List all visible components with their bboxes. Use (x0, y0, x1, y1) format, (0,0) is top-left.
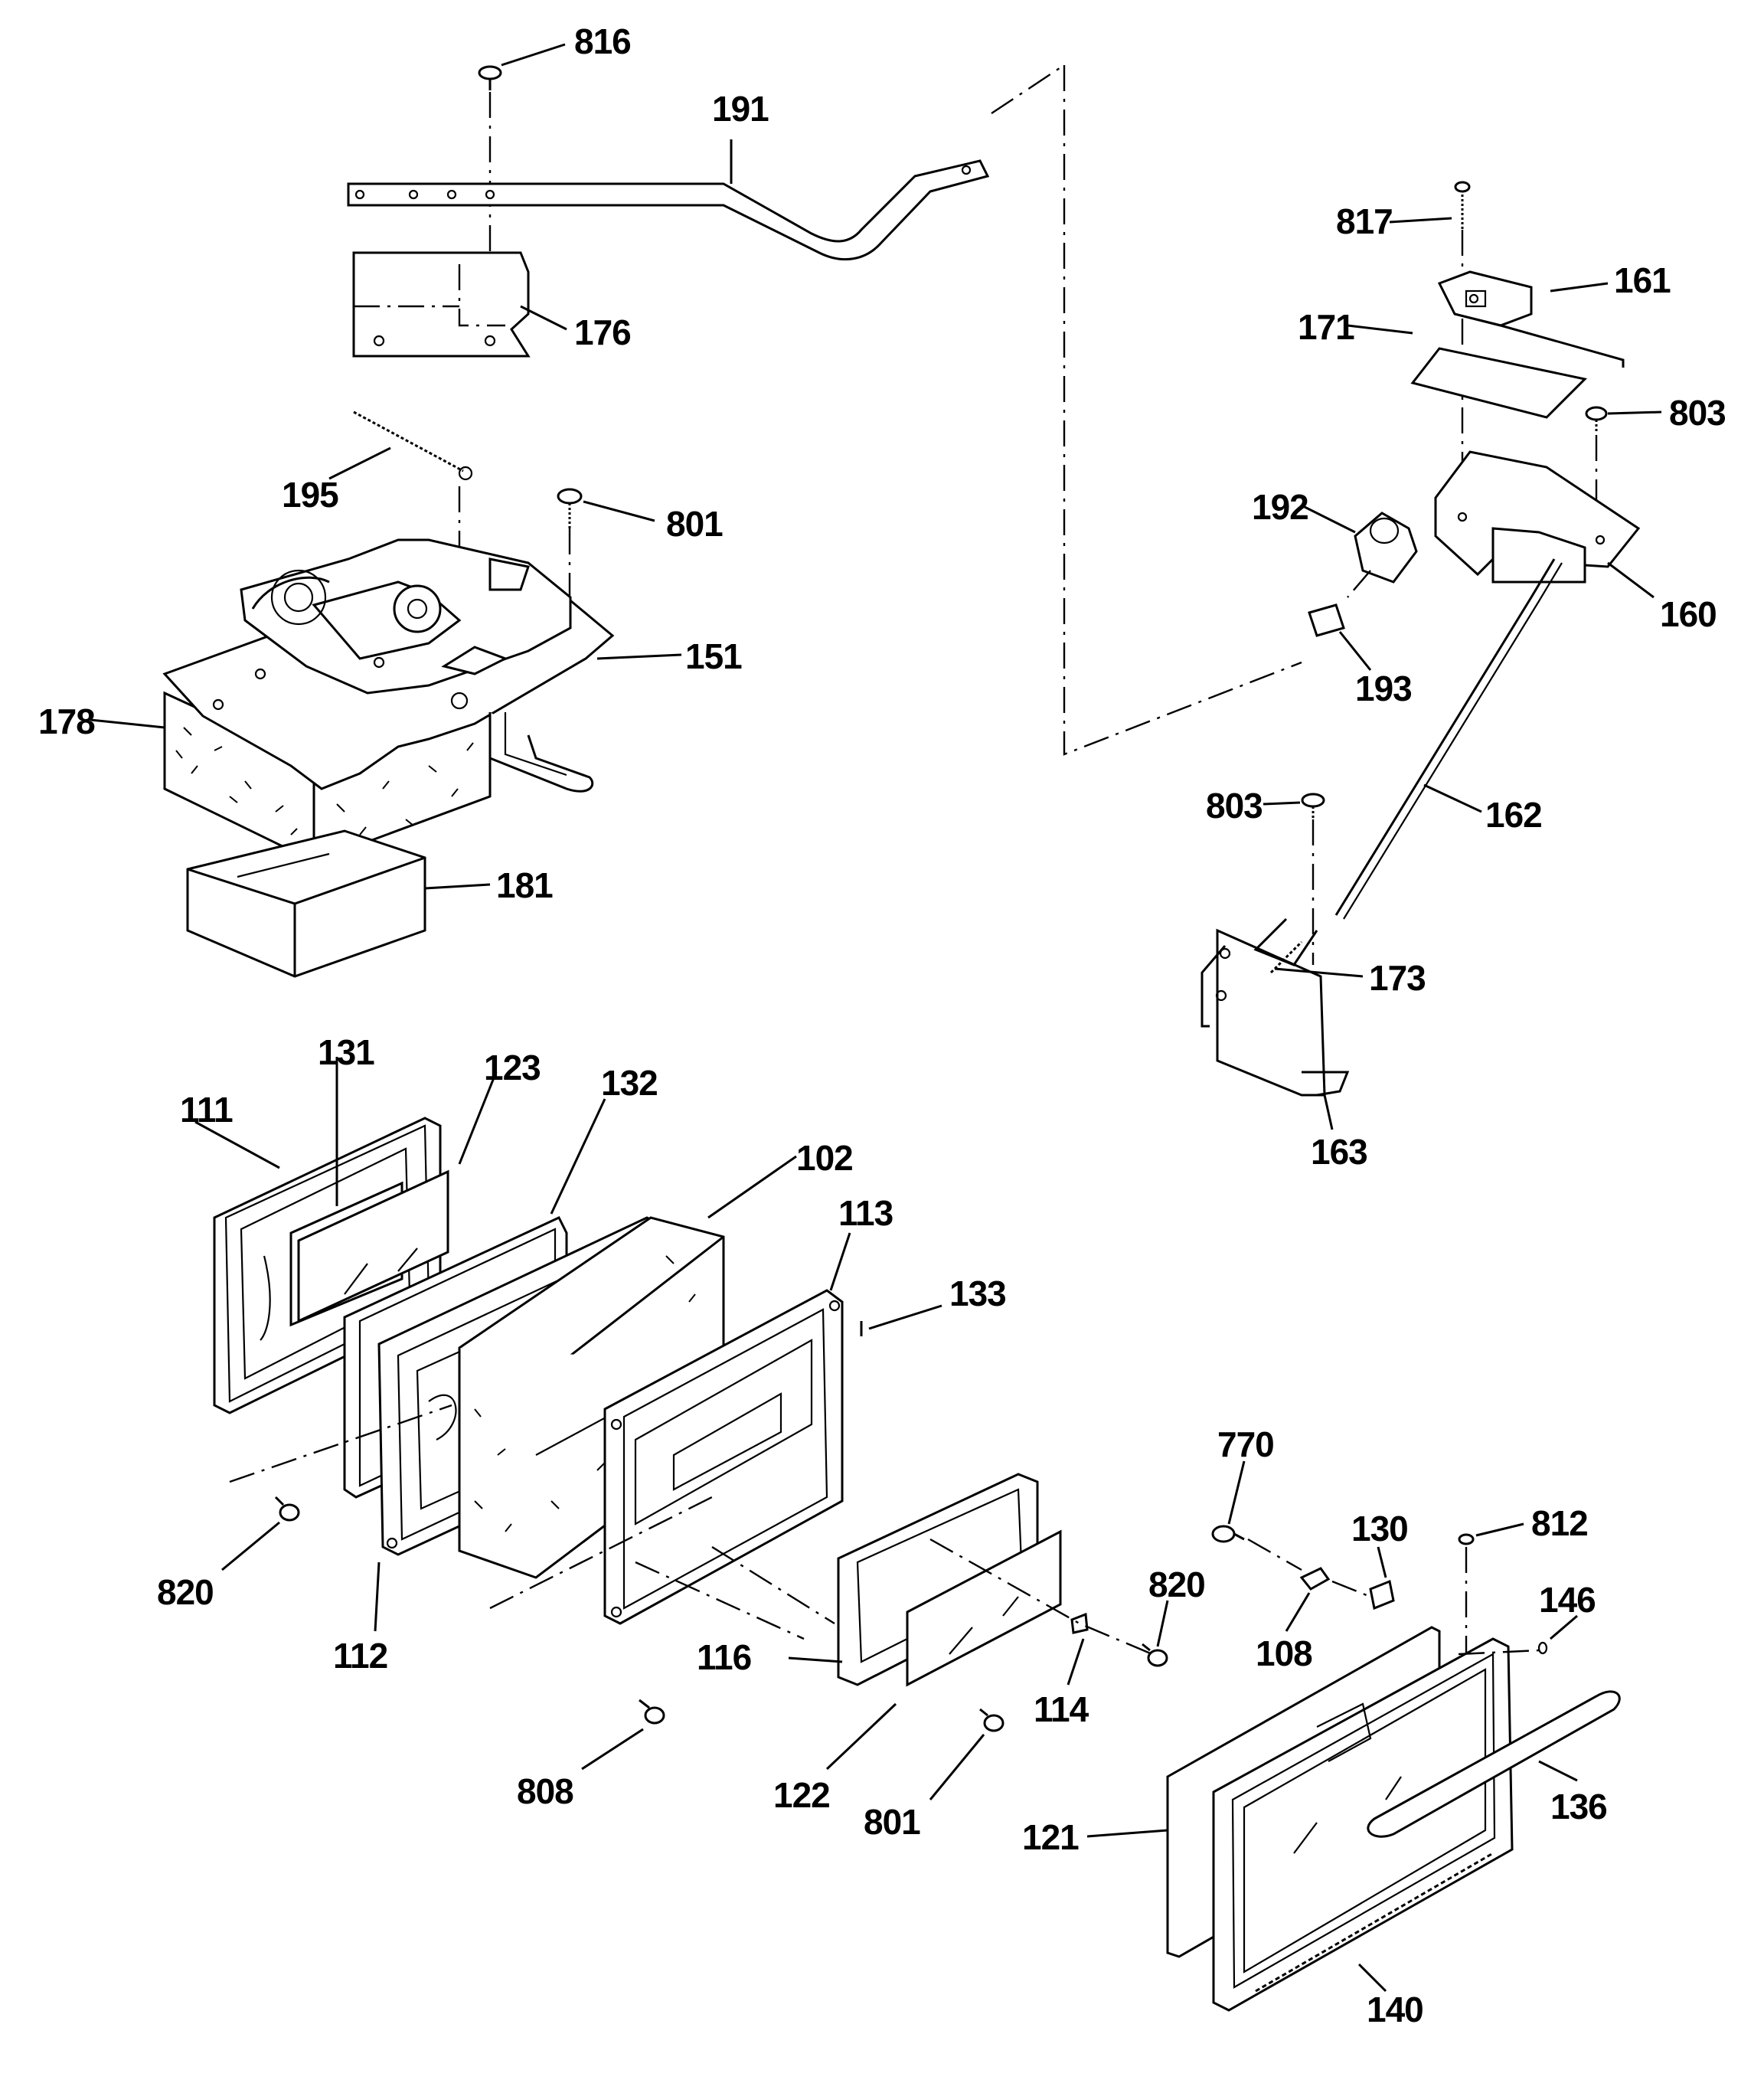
box-181 (186, 829, 426, 978)
label-803-right: 803 (1669, 393, 1726, 433)
label-801-top: 801 (666, 504, 723, 544)
clip-108 (1299, 1567, 1331, 1591)
label-163: 163 (1311, 1132, 1367, 1172)
bracket-163 (1200, 917, 1350, 1097)
label-113: 113 (838, 1193, 893, 1233)
screw-817 (1454, 181, 1471, 230)
label-116: 116 (697, 1637, 751, 1677)
label-161: 161 (1614, 260, 1671, 300)
label-820-right: 820 (1148, 1565, 1205, 1604)
label-801-bottom: 801 (864, 1802, 920, 1842)
label-123: 123 (484, 1048, 541, 1087)
screw-803-right (1585, 406, 1608, 433)
label-114: 114 (1034, 1689, 1089, 1729)
label-178: 178 (38, 701, 95, 741)
label-803-lower: 803 (1206, 786, 1263, 826)
lock-mechanism-151 (162, 538, 615, 864)
label-195: 195 (282, 475, 338, 515)
label-171: 171 (1298, 307, 1354, 347)
screw-812 (1458, 1533, 1475, 1545)
label-192: 192 (1252, 487, 1308, 527)
label-820-left: 820 (157, 1572, 214, 1612)
glass-123 (297, 1169, 449, 1323)
block-130 (1369, 1579, 1395, 1610)
label-812: 812 (1531, 1503, 1588, 1543)
screw-808 (639, 1699, 665, 1725)
label-108: 108 (1256, 1633, 1312, 1673)
label-173: 173 (1369, 958, 1426, 998)
label-133: 133 (949, 1274, 1006, 1313)
label-112: 112 (333, 1636, 387, 1676)
label-131: 131 (318, 1032, 374, 1072)
glass-122 (906, 1529, 1062, 1687)
bracket-191 (347, 159, 990, 261)
label-136: 136 (1550, 1787, 1607, 1826)
screw-803-lower (1301, 793, 1325, 819)
label-102: 102 (796, 1138, 853, 1178)
inner-door-113 (603, 1289, 844, 1625)
label-130: 130 (1351, 1509, 1408, 1548)
screw-820-left (274, 1496, 300, 1522)
label-817: 817 (1336, 201, 1393, 241)
screw-770 (1211, 1525, 1245, 1543)
bracket-160 (1434, 450, 1641, 584)
insulator-171 (1410, 347, 1588, 419)
label-140: 140 (1367, 1990, 1423, 2029)
screw-816 (478, 65, 502, 90)
clip-114 (1070, 1612, 1089, 1634)
label-808: 808 (517, 1771, 573, 1811)
actuator-192 (1354, 512, 1418, 584)
label-816: 816 (574, 21, 631, 61)
label-770: 770 (1217, 1424, 1274, 1464)
label-160: 160 (1660, 594, 1717, 634)
label-191: 191 (712, 89, 769, 129)
label-181: 181 (496, 865, 553, 905)
plate-176 (352, 251, 531, 358)
handle-136 (1367, 1690, 1621, 1838)
switch-161 (1437, 270, 1625, 368)
label-146: 146 (1539, 1580, 1596, 1620)
clip-193 (1308, 603, 1345, 637)
label-162: 162 (1485, 795, 1542, 835)
screw-801-bottom (979, 1708, 1004, 1732)
labels: 816 191 176 195 801 151 178 181 817 161 … (38, 21, 1726, 2029)
washer-146 (1537, 1641, 1548, 1655)
label-121: 121 (1022, 1817, 1079, 1857)
screw-801-top (557, 488, 583, 528)
label-122: 122 (773, 1775, 830, 1815)
label-111: 111 (180, 1090, 233, 1130)
spring-195 (353, 410, 473, 481)
label-132: 132 (601, 1063, 658, 1103)
outer-door-140 (1212, 1637, 1514, 2012)
label-176: 176 (574, 312, 631, 352)
label-193: 193 (1355, 669, 1412, 708)
screw-820-right (1142, 1643, 1168, 1667)
label-151: 151 (685, 636, 742, 676)
